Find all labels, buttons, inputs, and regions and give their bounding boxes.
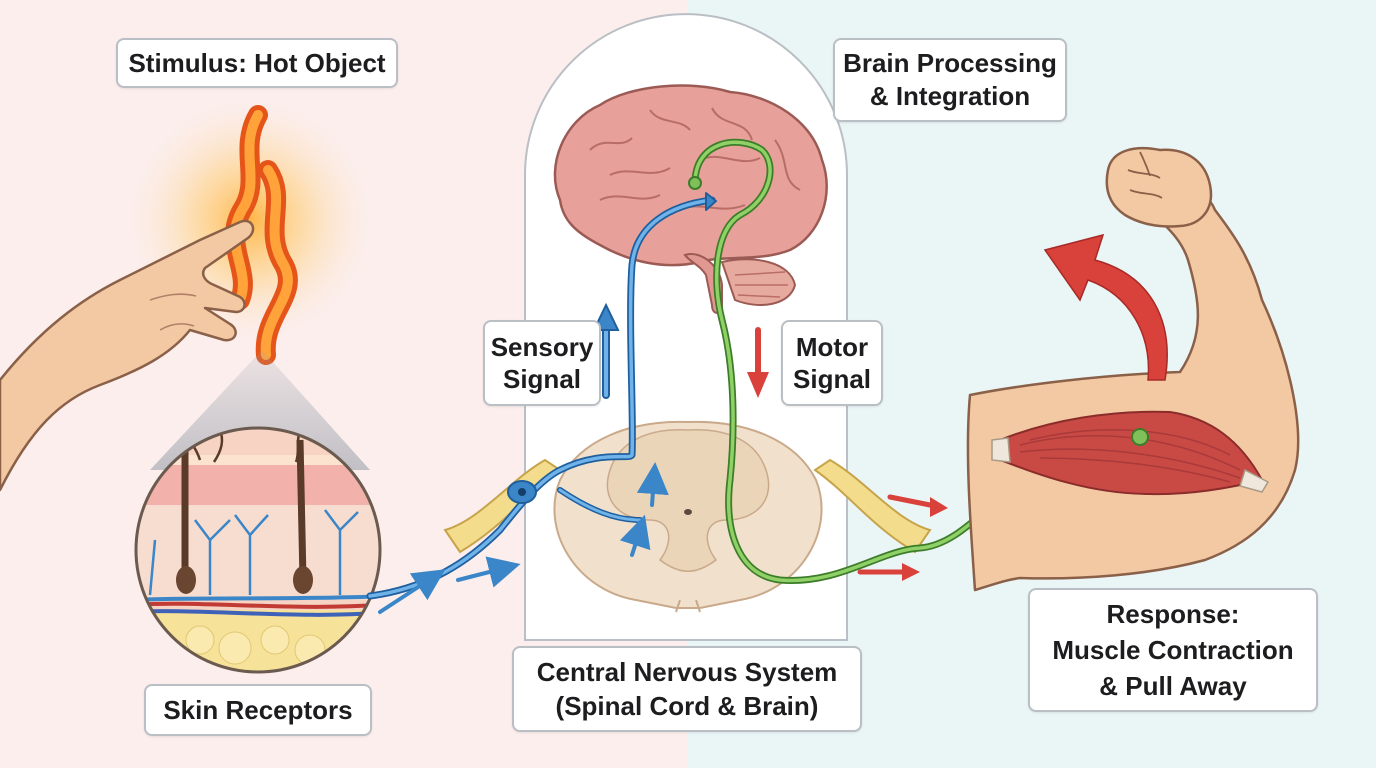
- stimulus-label-text: Stimulus: Hot Object: [128, 47, 386, 78]
- response-label: Response: Muscle Contraction & Pull Away: [1028, 588, 1318, 712]
- motor-signal-line-2: Signal: [793, 364, 872, 394]
- skin-receptors-label-text: Skin Receptors: [163, 694, 353, 725]
- muscle-icon: [991, 410, 1270, 496]
- brain-processing-line-1: Brain Processing: [843, 48, 1057, 78]
- motor-flow-arrows: [857, 494, 948, 581]
- response-line-2: Muscle Contraction: [1052, 635, 1294, 665]
- motor-signal-arrow: [747, 327, 769, 398]
- cns-line-2: (Spinal Cord & Brain): [555, 691, 819, 721]
- skin-receptors-label: Skin Receptors: [144, 684, 372, 736]
- hand-icon: [0, 219, 255, 492]
- response-line-1: Response:: [1106, 599, 1240, 629]
- cns-line-1: Central Nervous System: [536, 657, 838, 687]
- sensory-signal-line-1: Sensory: [490, 332, 594, 362]
- sensory-signal-line-2: Signal: [502, 364, 581, 394]
- response-line-3: & Pull Away: [1099, 671, 1247, 701]
- stimulus-label: Stimulus: Hot Object: [116, 38, 398, 88]
- brain-processing-label: Brain Processing & Integration: [833, 38, 1067, 122]
- brain-processing-line-2: & Integration: [869, 81, 1031, 111]
- brain-icon: [553, 84, 828, 314]
- cns-label: Central Nervous System (Spinal Cord & Br…: [512, 646, 862, 732]
- sensory-flow-arrows: [378, 462, 669, 614]
- skin-cross-section-icon: [134, 426, 382, 674]
- motor-signal-line-1: Motor: [795, 332, 869, 362]
- motor-signal-label: Motor Signal: [781, 320, 883, 406]
- sensory-signal-label: Sensory Signal: [483, 320, 601, 406]
- sensory-signal-arrow: [592, 302, 620, 399]
- response-arrow: [1043, 233, 1168, 381]
